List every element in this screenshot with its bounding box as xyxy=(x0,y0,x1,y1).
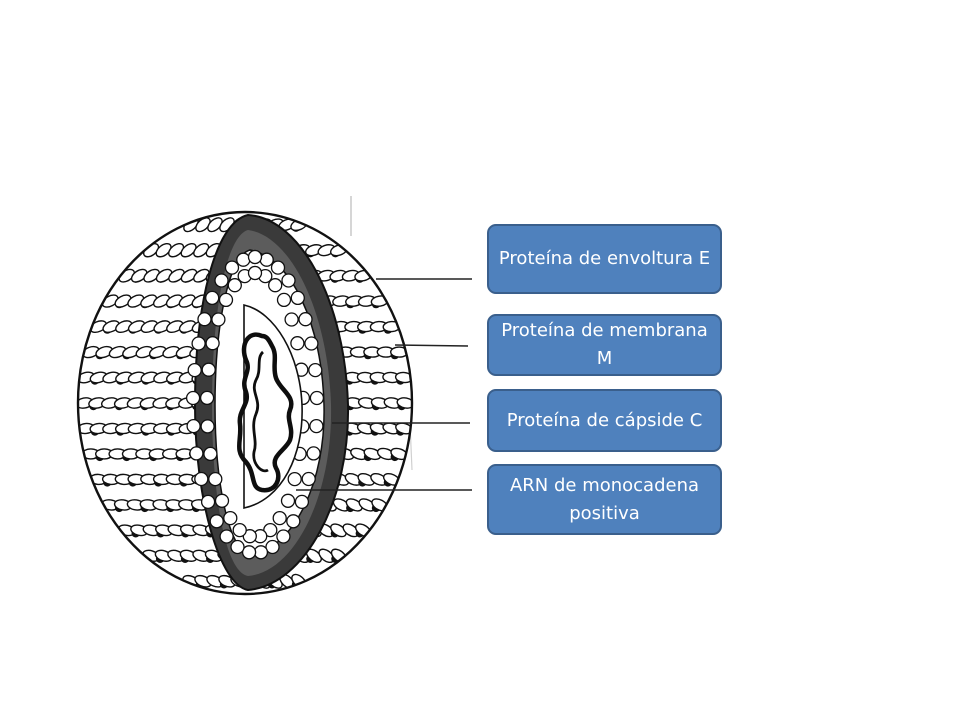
surface-protein xyxy=(168,242,185,258)
surface-protein xyxy=(193,268,210,283)
capsid-bead xyxy=(247,265,263,281)
capsid-bead xyxy=(236,252,251,267)
surface-protein xyxy=(193,242,210,258)
capsid-bead xyxy=(309,390,325,406)
capsid-bead xyxy=(268,278,283,293)
capsid-bead xyxy=(200,494,216,510)
capsid-bead xyxy=(205,290,220,306)
capsid-bead xyxy=(241,545,257,560)
capsid-bead xyxy=(227,278,242,293)
capsid-bead xyxy=(187,362,202,378)
capsid-bead xyxy=(290,336,305,351)
label-membrane-text: Proteína de membrana M xyxy=(501,320,708,369)
capsid-bead xyxy=(309,418,324,434)
capsid-bead xyxy=(259,252,274,267)
label-capsid-protein: Proteína de cápside C xyxy=(487,389,722,452)
surface-protein xyxy=(130,268,148,283)
surface-protein xyxy=(140,294,158,308)
capsid-bead xyxy=(298,312,313,327)
label-membrane-protein: Proteína de membrana M xyxy=(487,314,722,376)
rna-genome-strand xyxy=(237,332,294,493)
surface-protein xyxy=(180,242,197,258)
capsid-bead xyxy=(286,514,301,529)
capsid-bead xyxy=(230,539,245,555)
surface-protein xyxy=(127,294,145,308)
capsid-bead xyxy=(280,493,296,508)
capsid-bead xyxy=(281,273,296,288)
surface-protein xyxy=(155,268,173,283)
capsid-bead xyxy=(208,471,223,487)
surface-protein xyxy=(178,294,196,308)
label-envelope-text: Proteína de envoltura E xyxy=(498,248,711,269)
label-capsid-text: Proteína de cápside C xyxy=(506,409,703,431)
capsid-bead xyxy=(290,290,305,306)
envelope-outline xyxy=(76,210,414,596)
capsid-bead xyxy=(294,494,310,510)
capsid-bead xyxy=(272,510,287,526)
surface-protein xyxy=(165,294,183,308)
label-rna-text: ARN de monocadena positiva xyxy=(509,474,700,524)
capsid-bead xyxy=(214,273,229,288)
capsid-bead xyxy=(301,471,316,487)
capsid-protein-beads xyxy=(185,249,325,560)
capsid-bead xyxy=(214,493,230,508)
capsid-bead xyxy=(270,260,286,275)
surface-protein xyxy=(195,217,211,233)
capsid-bead xyxy=(199,390,215,406)
capsid-bead xyxy=(232,522,247,538)
capsid-bead xyxy=(194,471,209,487)
capsid-bead xyxy=(186,418,201,434)
surface-protein xyxy=(330,523,347,538)
capsid-bead xyxy=(287,471,302,487)
leader-line-membrane xyxy=(394,344,469,347)
capsid-bead xyxy=(253,545,269,560)
surface-protein xyxy=(114,294,132,308)
surface-protein xyxy=(396,397,412,409)
capsid xyxy=(185,249,325,560)
capsid-bead xyxy=(223,510,238,526)
surface-protein xyxy=(168,268,185,283)
capsid-core xyxy=(243,303,303,509)
capsid-bead xyxy=(209,514,224,529)
capsid-bead xyxy=(276,292,292,308)
capsid-bead xyxy=(276,529,291,544)
capsid-bead xyxy=(219,529,234,544)
surface-protein xyxy=(207,217,223,233)
label-rna-genome: ARN de monocadena positiva xyxy=(487,464,722,535)
capsid-bead xyxy=(304,336,319,351)
surface-protein xyxy=(180,268,198,283)
capsid-bead xyxy=(284,312,299,327)
capsid-bead xyxy=(265,539,280,555)
capsid-bead xyxy=(197,312,212,327)
surface-protein xyxy=(143,268,160,283)
capsid-bead xyxy=(308,362,323,378)
capsid-bead xyxy=(201,362,216,377)
capsid-bead xyxy=(185,390,201,406)
capsid-bead xyxy=(306,446,321,461)
capsid-bead xyxy=(218,292,234,308)
leader-lines xyxy=(296,278,472,491)
capsid-bead xyxy=(200,419,215,434)
capsid-bead xyxy=(191,336,206,351)
capsid-bead xyxy=(224,260,240,275)
surface-protein xyxy=(394,371,412,384)
surface-protein xyxy=(155,242,172,258)
capsid-bead xyxy=(203,446,218,462)
label-envelope-protein: Proteína de envoltura E xyxy=(487,224,722,294)
capsid-bead xyxy=(211,312,226,327)
capsid-bead xyxy=(189,446,204,461)
surface-protein xyxy=(345,498,363,512)
capsid-bead xyxy=(247,249,263,265)
capsid-bead xyxy=(205,336,220,351)
rna-genome-inner xyxy=(252,350,269,473)
surface-protein xyxy=(152,294,171,308)
